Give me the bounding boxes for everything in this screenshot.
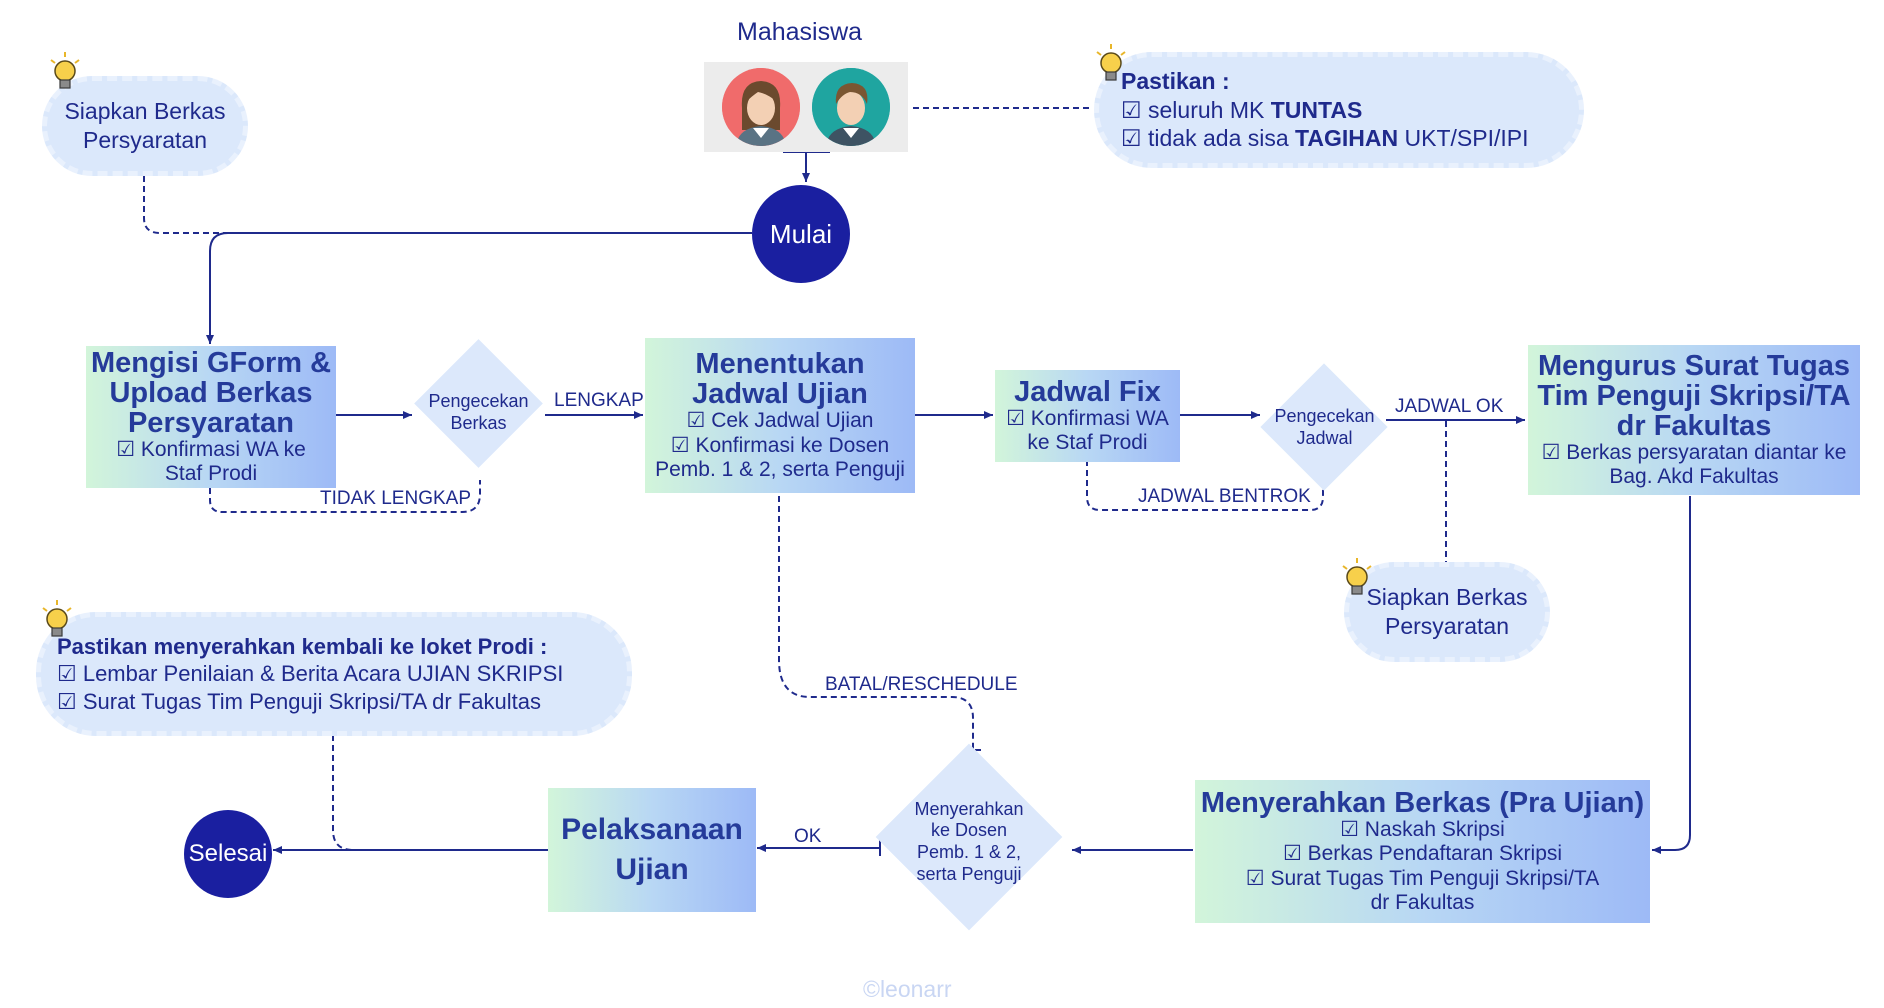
dash-note-bottomleft <box>332 735 545 851</box>
edge-label-jadwal-ok: JADWAL OK <box>1395 396 1504 417</box>
decision-pengecekan-jadwal-label: Pengecekan Jadwal <box>1258 398 1391 458</box>
edge-label-tidak-lengkap: TIDAK LENGKAP <box>320 488 471 509</box>
watermark: ©leonarr <box>863 976 952 1002</box>
step-item: Staf Prodi <box>164 462 258 486</box>
step-title: Jadwal Fix <box>1014 375 1161 408</box>
note-item: ☑ Surat Tugas Tim Penguji Skripsi/TA dr … <box>57 688 541 714</box>
step-item: dr Fakultas <box>1370 890 1475 914</box>
end-node: Selesai <box>184 810 272 898</box>
note-pastikan-bottom: Pastikan menyerahkan kembali ke loket Pr… <box>36 612 632 736</box>
dash-tidak-lengkap <box>209 480 481 513</box>
actor-label: Mahasiswa <box>737 18 863 46</box>
step-menentukan-jadwal: Menentukan Jadwal Ujian ☑ Cek Jadwal Uji… <box>645 338 915 493</box>
start-node: Mulai <box>752 185 850 283</box>
note-siapkan-berkas-right: Siapkan Berkas Persyaratan <box>1344 562 1550 662</box>
note-title: Pastikan : <box>1121 67 1230 94</box>
step-pelaksanaan-ujian: Pelaksanaan Ujian <box>548 788 756 912</box>
step-item: ☑ Naskah Skripsi <box>1340 818 1505 842</box>
note-line: Siapkan Berkas <box>1366 584 1528 611</box>
note-item: ☑ seluruh MK TUNTAS <box>1121 96 1363 123</box>
step-mengurus-surat-tugas: Mengurus Surat Tugas Tim Penguji Skripsi… <box>1528 345 1860 495</box>
decision-menyerahkan-dosen-label: Menyerahkan ke Dosen Pemb. 1 & 2, serta … <box>899 797 1039 887</box>
step-title: Menentukan <box>695 348 865 381</box>
note-pastikan-top: Pastikan : ☑ seluruh MK TUNTAS ☑ tidak a… <box>1094 52 1584 168</box>
lightbulb-icon <box>1096 44 1126 81</box>
decision-line: Menyerahkan <box>914 798 1024 819</box>
step-item: ☑ Cek Jadwal Ujian <box>686 409 874 433</box>
edge-label-jadwal-bentrok: JADWAL BENTROK <box>1138 486 1311 507</box>
step-title: Upload Berkas <box>109 376 313 409</box>
step-item: Pemb. 1 & 2, serta Penguji <box>655 457 905 481</box>
edge-label-batal-reschedule: BATAL/RESCHEDULE <box>825 674 1018 695</box>
edge-label-lengkap: LENGKAP <box>554 390 644 411</box>
step-item: ke Staf Prodi <box>1027 431 1148 455</box>
decision-line: Pemb. 1 & 2, <box>916 842 1022 862</box>
note-line: Persyaratan <box>1384 613 1509 639</box>
step-title: Mengisi GForm & <box>90 346 332 379</box>
note-siapkan-berkas-top: Siapkan Berkas Persyaratan <box>42 76 248 176</box>
step-title: Menyerahkan Berkas (Pra Ujian) <box>1200 787 1645 820</box>
decision-line: Berkas <box>450 413 507 433</box>
dash-jadwal-bentrok <box>1086 460 1324 511</box>
step-title: Mengurus Surat Tugas <box>1537 349 1851 382</box>
step-menyerahkan-berkas: Menyerahkan Berkas (Pra Ujian) ☑ Naskah … <box>1195 780 1650 923</box>
step-title: Persyaratan <box>127 406 295 439</box>
decision-line: Jadwal <box>1296 428 1353 448</box>
step-title: Tim Penguji Skripsi/TA <box>1537 379 1851 412</box>
decision-pengecekan-berkas-label: Pengecekan Berkas <box>412 383 545 443</box>
dash-note-topleft <box>143 176 330 234</box>
step-item: Bag. Akd Fakultas <box>1609 465 1779 489</box>
step-item: ☑ Surat Tugas Tim Penguji Skripsi/TA <box>1245 866 1600 890</box>
step-jadwal-fix: Jadwal Fix ☑ Konfirmasi WA ke Staf Prodi <box>995 370 1180 462</box>
step-item: ☑ Konfirmasi WA <box>1006 406 1169 430</box>
male-student-avatar <box>812 68 890 146</box>
note-title: Pastikan menyerahkan kembali ke loket Pr… <box>57 633 548 659</box>
step-title: Ujian <box>615 853 689 886</box>
edge-surat-serah <box>1652 496 1691 854</box>
note-line: Siapkan Berkas <box>64 98 226 125</box>
step-title: Pelaksanaan <box>561 812 743 846</box>
edge-label-ok: OK <box>794 826 822 847</box>
female-student-avatar <box>722 68 800 146</box>
step-title: Jadwal Ujian <box>692 378 868 411</box>
step-item: ☑ Berkas Pendaftaran Skripsi <box>1282 842 1563 866</box>
decision-line: Pengecekan <box>428 391 529 412</box>
decision-line: serta Penguji <box>916 863 1022 884</box>
dash-batal <box>778 496 974 750</box>
edge-mulai-gform <box>206 232 752 344</box>
step-item: ☑ Berkas persyaratan diantar ke <box>1541 441 1847 465</box>
lightbulb-icon <box>42 600 72 637</box>
lightbulb-icon <box>50 52 80 89</box>
note-item: ☑ Lembar Penilaian & Berita Acara UJIAN … <box>57 661 564 687</box>
step-item: ☑ Konfirmasi WA ke <box>116 438 306 462</box>
note-line: Persyaratan <box>82 127 207 153</box>
decision-line: Pengecekan <box>1274 406 1375 427</box>
step-item: ☑ Konfirmasi ke Dosen <box>670 433 890 457</box>
actor-avatars <box>704 62 908 152</box>
lightbulb-icon <box>1342 558 1372 595</box>
step-title: dr Fakultas <box>1616 409 1772 442</box>
note-item: ☑ tidak ada sisa TAGIHAN UKT/SPI/IPI <box>1121 125 1529 152</box>
decision-line: ke Dosen <box>930 820 1008 841</box>
step-mengisi-gform: Mengisi GForm & Upload Berkas Persyarata… <box>86 346 336 488</box>
